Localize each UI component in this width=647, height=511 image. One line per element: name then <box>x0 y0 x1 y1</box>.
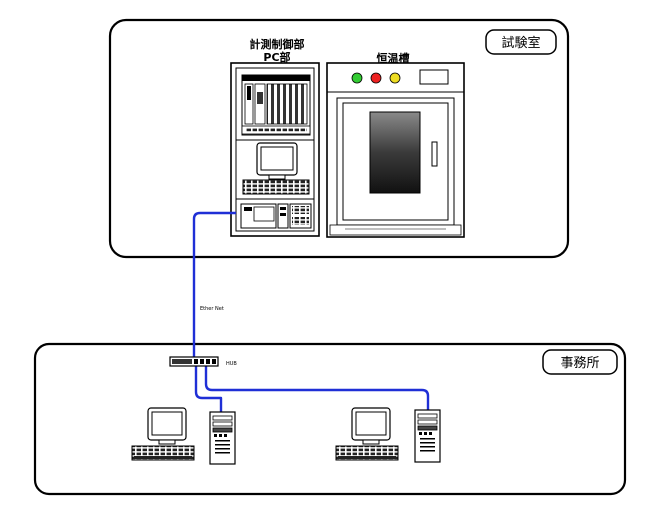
office-label: 事務所 <box>560 356 599 371</box>
lab-room-label-box: 試験室 <box>485 29 557 55</box>
rack-monitor-icon <box>236 139 314 195</box>
chamber-icon: 恒温槽 <box>326 51 465 238</box>
lab-room-label: 試験室 <box>501 35 540 51</box>
yellow-lamp-icon <box>389 72 401 84</box>
hub-label: HUB <box>226 361 237 367</box>
measurement-control-pc-rack: 計測制御部 PC部 <box>230 37 320 237</box>
office-pc-2 <box>335 407 441 463</box>
rack-icon <box>241 74 311 136</box>
green-lamp-icon <box>351 72 363 84</box>
office-area: 事務所 <box>33 342 627 496</box>
chamber-door-handle <box>431 141 438 167</box>
cable-to-pc1 <box>194 366 223 412</box>
ethernet-trunk-cable <box>192 211 236 358</box>
rack-base-units <box>236 198 314 229</box>
measurement-control-label: 計測制御部 <box>250 37 305 51</box>
office-label-box: 事務所 <box>542 349 618 375</box>
chamber-label: 恒温槽 <box>377 51 410 65</box>
red-lamp-icon <box>370 72 382 84</box>
office-pc-1 <box>131 407 236 465</box>
chamber-window <box>369 111 421 194</box>
chamber-display-icon <box>419 69 449 85</box>
cable-to-pc2 <box>204 366 430 410</box>
hub-icon: HUB <box>169 356 237 367</box>
tower-icon <box>414 409 441 463</box>
tower-icon <box>209 411 236 465</box>
network-cables <box>192 211 430 412</box>
ethernet-label: Ether Net <box>200 306 224 312</box>
pc-unit-label: PC部 <box>263 50 290 64</box>
